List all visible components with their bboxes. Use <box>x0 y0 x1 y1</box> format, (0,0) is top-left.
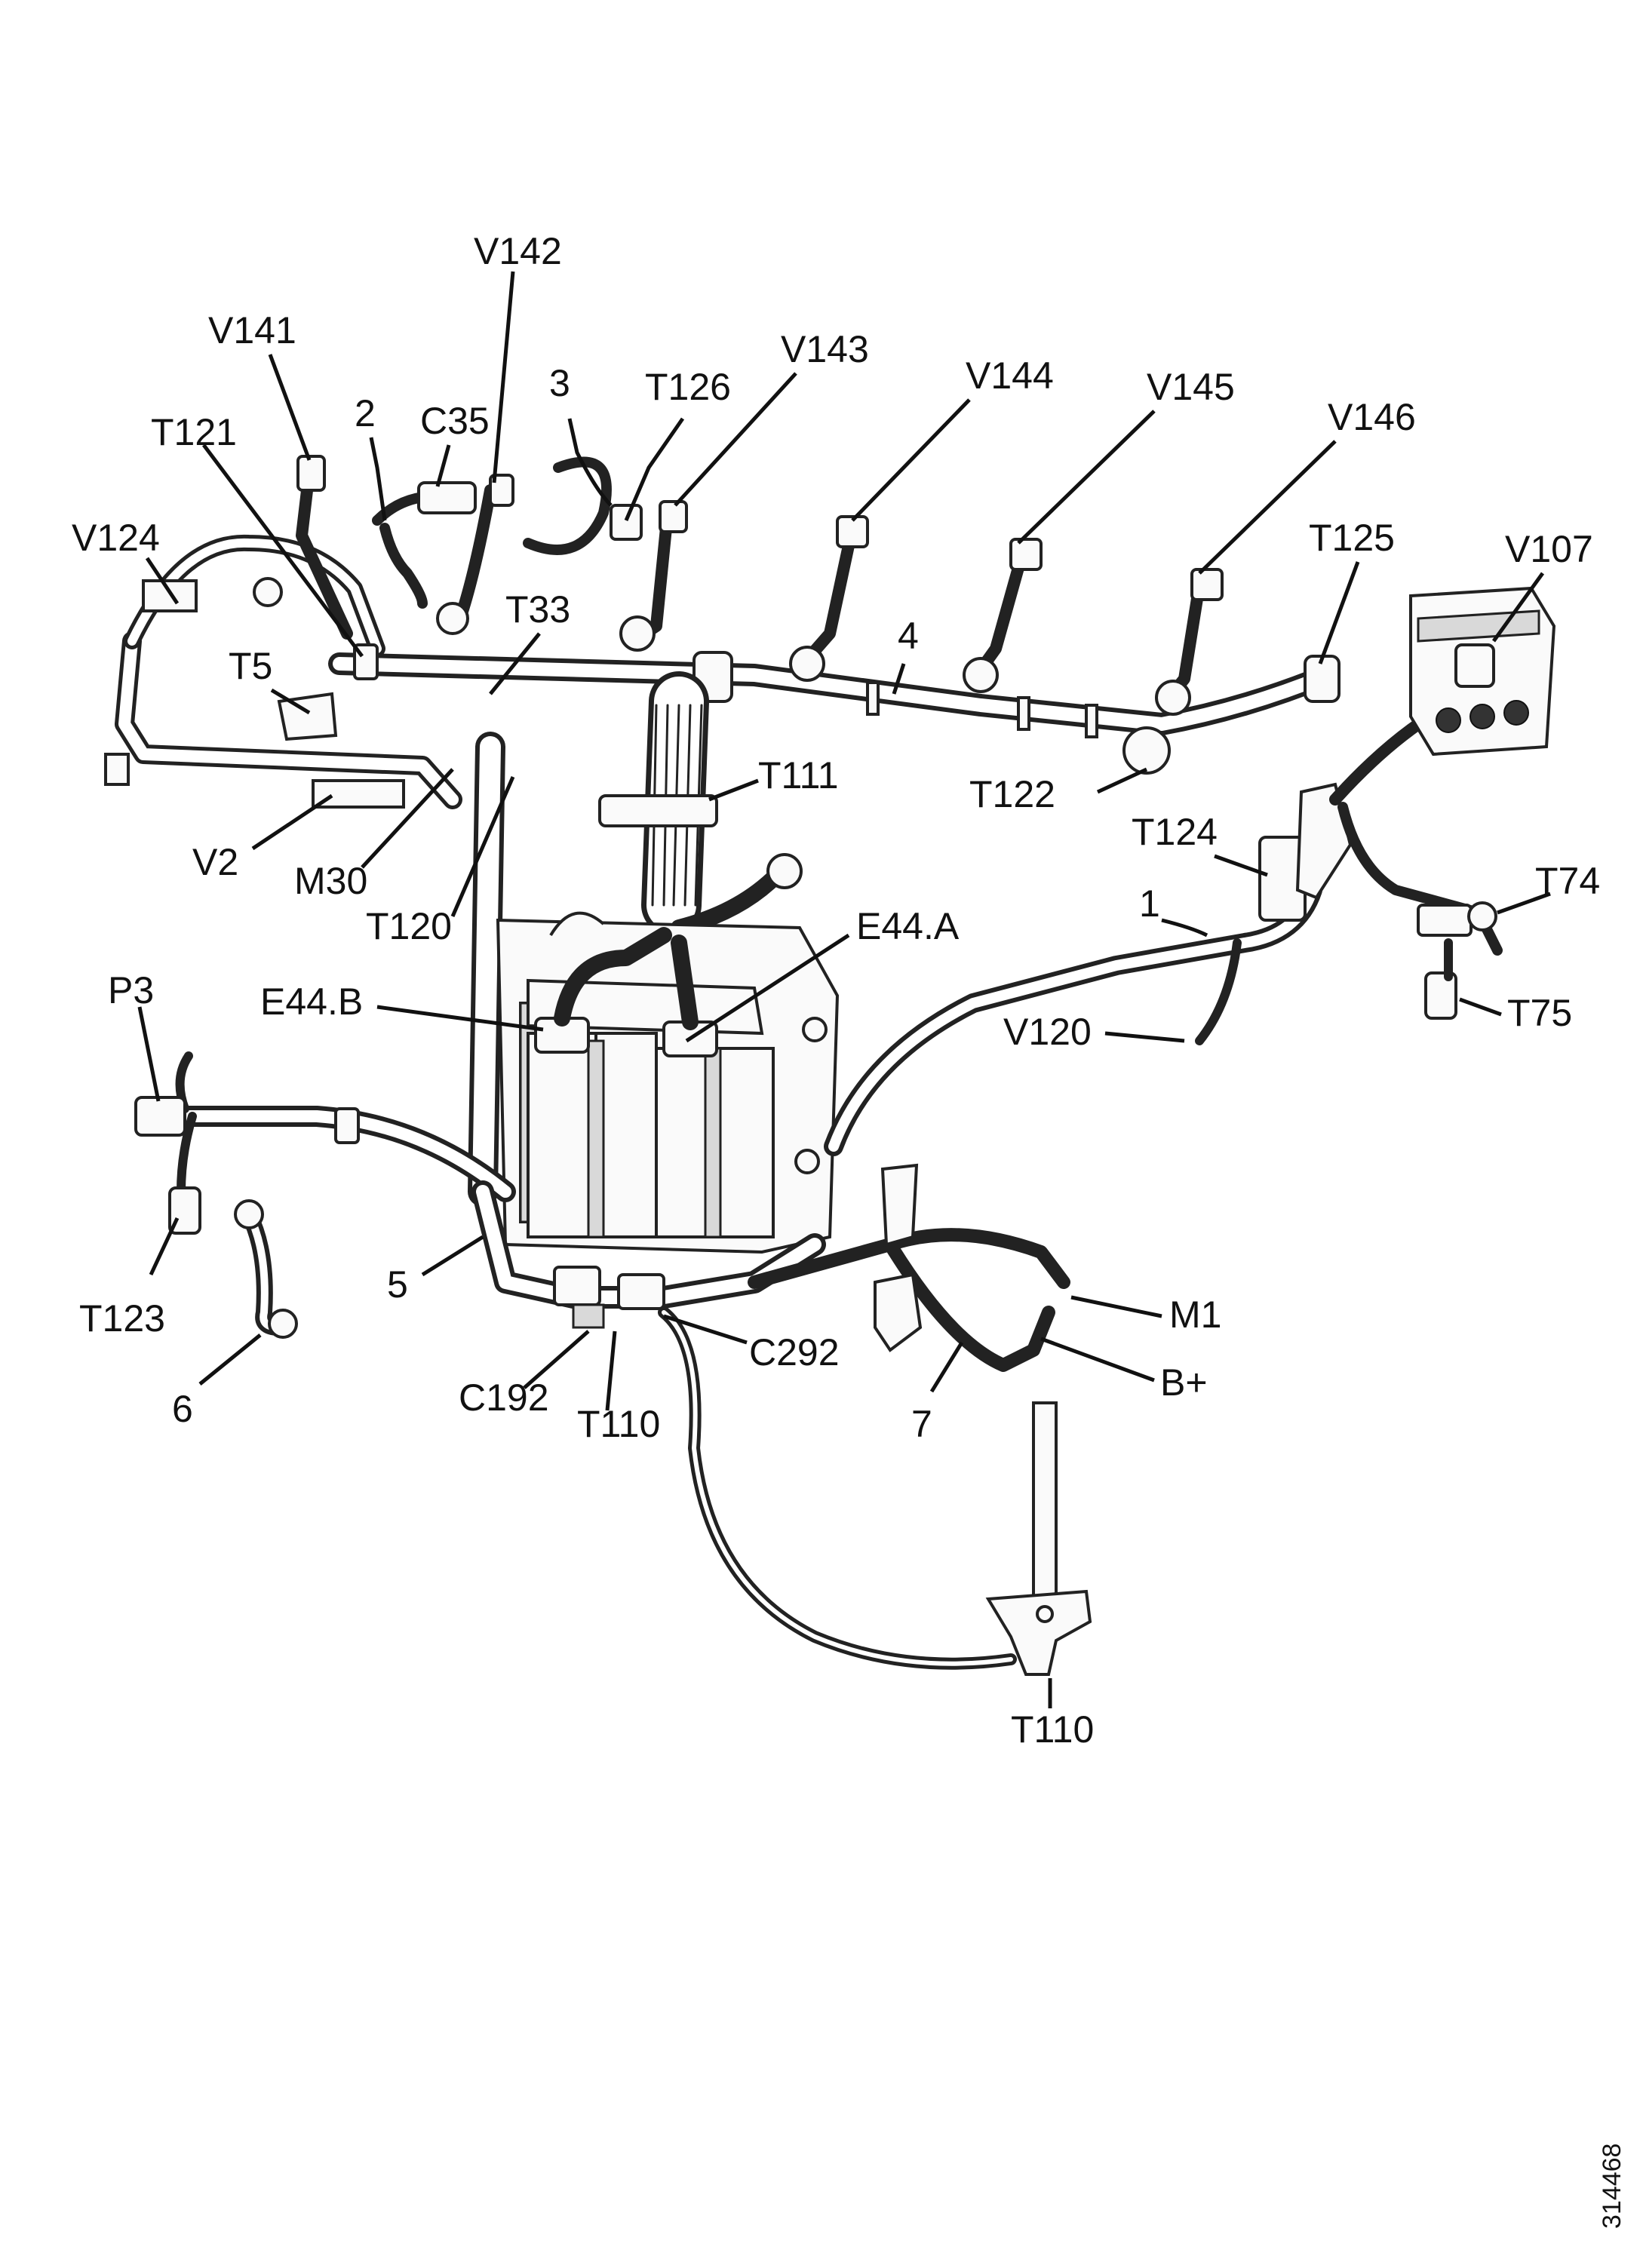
callout-label: T121 <box>151 411 237 453</box>
sensor-drops <box>253 455 1224 741</box>
callout-label: V120 <box>1003 1011 1092 1053</box>
callout-label: M30 <box>294 860 367 902</box>
callout-label: T74 <box>1535 860 1600 902</box>
callout-label: T33 <box>505 588 570 631</box>
callout-label: 7 <box>911 1403 932 1445</box>
document-number: 314468 <box>1598 2144 1626 2229</box>
callout-label: T5 <box>229 645 272 687</box>
callout-label: T123 <box>79 1297 165 1340</box>
callout-label: V141 <box>208 309 296 351</box>
callout-label: M1 <box>1169 1294 1221 1336</box>
vertical-bundle <box>468 671 803 1207</box>
callout-label: T122 <box>969 773 1055 815</box>
callout-label: T125 <box>1309 517 1395 559</box>
callout-label: B+ <box>1160 1361 1208 1404</box>
callout-label: C292 <box>749 1331 840 1373</box>
callout-label: 1 <box>1139 882 1160 925</box>
harness-drawing <box>104 455 1556 1676</box>
callout-label: T75 <box>1507 992 1572 1034</box>
callout-label: V107 <box>1505 528 1593 570</box>
callout-label: 4 <box>898 615 919 657</box>
callout-label: E44.B <box>260 981 363 1023</box>
callout-label: T126 <box>645 366 731 408</box>
callout-label: P3 <box>108 969 154 1011</box>
callout-label: 3 <box>549 362 570 404</box>
callout-label: T110 <box>1011 1708 1094 1751</box>
callout-label: E44.A <box>856 905 960 947</box>
harness-branch-1 <box>824 586 1556 1156</box>
callout-label: T124 <box>1132 811 1218 853</box>
callout-label: T110 <box>577 1403 660 1445</box>
callout-label: V144 <box>966 354 1054 397</box>
callout-label: T111 <box>758 754 839 796</box>
callout-label: 5 <box>387 1263 408 1306</box>
harness-branch-left <box>134 1051 516 1339</box>
callout-label: V145 <box>1147 366 1235 408</box>
callout-label: V143 <box>781 328 869 370</box>
callout-label: V124 <box>72 517 160 559</box>
callout-label: 6 <box>172 1388 193 1430</box>
callout-label: V2 <box>192 841 238 883</box>
callout-label: C192 <box>459 1376 549 1419</box>
callout-label: T120 <box>366 905 452 947</box>
callout-label: C35 <box>420 400 490 442</box>
ecu-block <box>496 911 840 1254</box>
callout-label: V142 <box>474 230 562 272</box>
callout-label: V146 <box>1328 396 1416 438</box>
harness-lower <box>471 1163 1092 1676</box>
callout-label: 2 <box>355 392 376 434</box>
frame-rail-left <box>104 534 462 809</box>
main-harness-branch-4 <box>328 652 1341 775</box>
leader-lines <box>137 271 1551 1708</box>
